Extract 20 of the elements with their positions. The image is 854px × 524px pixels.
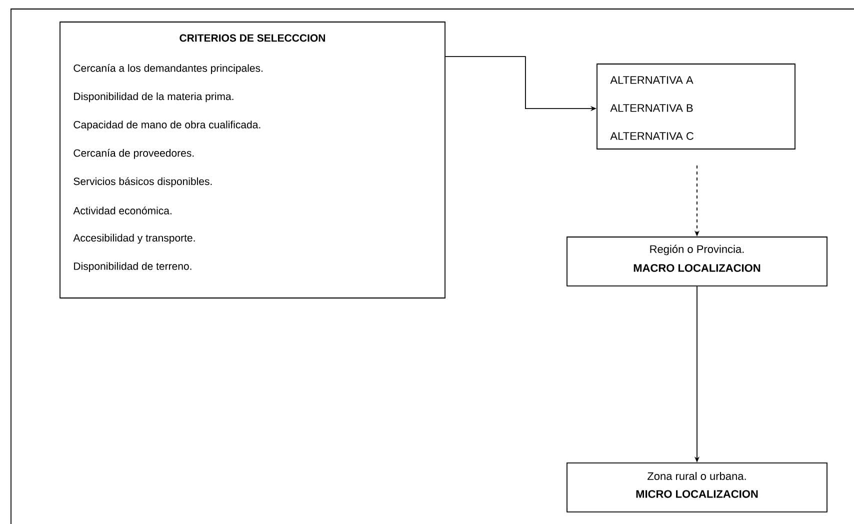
criterion-text: Capacidad de mano de obra cualificada. (74, 120, 260, 130)
criterion-text: Cercanía a los demandantes principales. (74, 64, 262, 74)
alternative-text: ALTERNATIVA A (610, 76, 694, 84)
process-box (566, 236, 828, 286)
heading: CRITERIOS DE SELECCCION (180, 34, 325, 42)
criterion-text: Disponibilidad de la materia prima. (74, 92, 234, 102)
box-text: MACRO LOCALIZACION (634, 264, 760, 272)
box-text: Zona rural o urbana. (648, 472, 746, 480)
box-text: Región o Provincia. (650, 244, 744, 256)
criterion-text: Accesibilidad y transporte. (73, 234, 195, 244)
criterion-text: Disponibilidad de terreno. (74, 262, 192, 272)
process-box (596, 64, 796, 150)
process-box (566, 462, 828, 512)
box-text: MICRO LOCALIZACION (636, 490, 758, 498)
criterion-text: Cercanía de proveedores. (74, 148, 194, 159)
alternative-text: ALTERNATIVA C (610, 132, 694, 140)
criterion-text: Actividad económica. (73, 206, 172, 214)
alternative-text: ALTERNATIVA B (610, 104, 693, 112)
criteria-box (60, 22, 446, 298)
criterion-text: Servicios básicos disponibles. (74, 177, 212, 188)
